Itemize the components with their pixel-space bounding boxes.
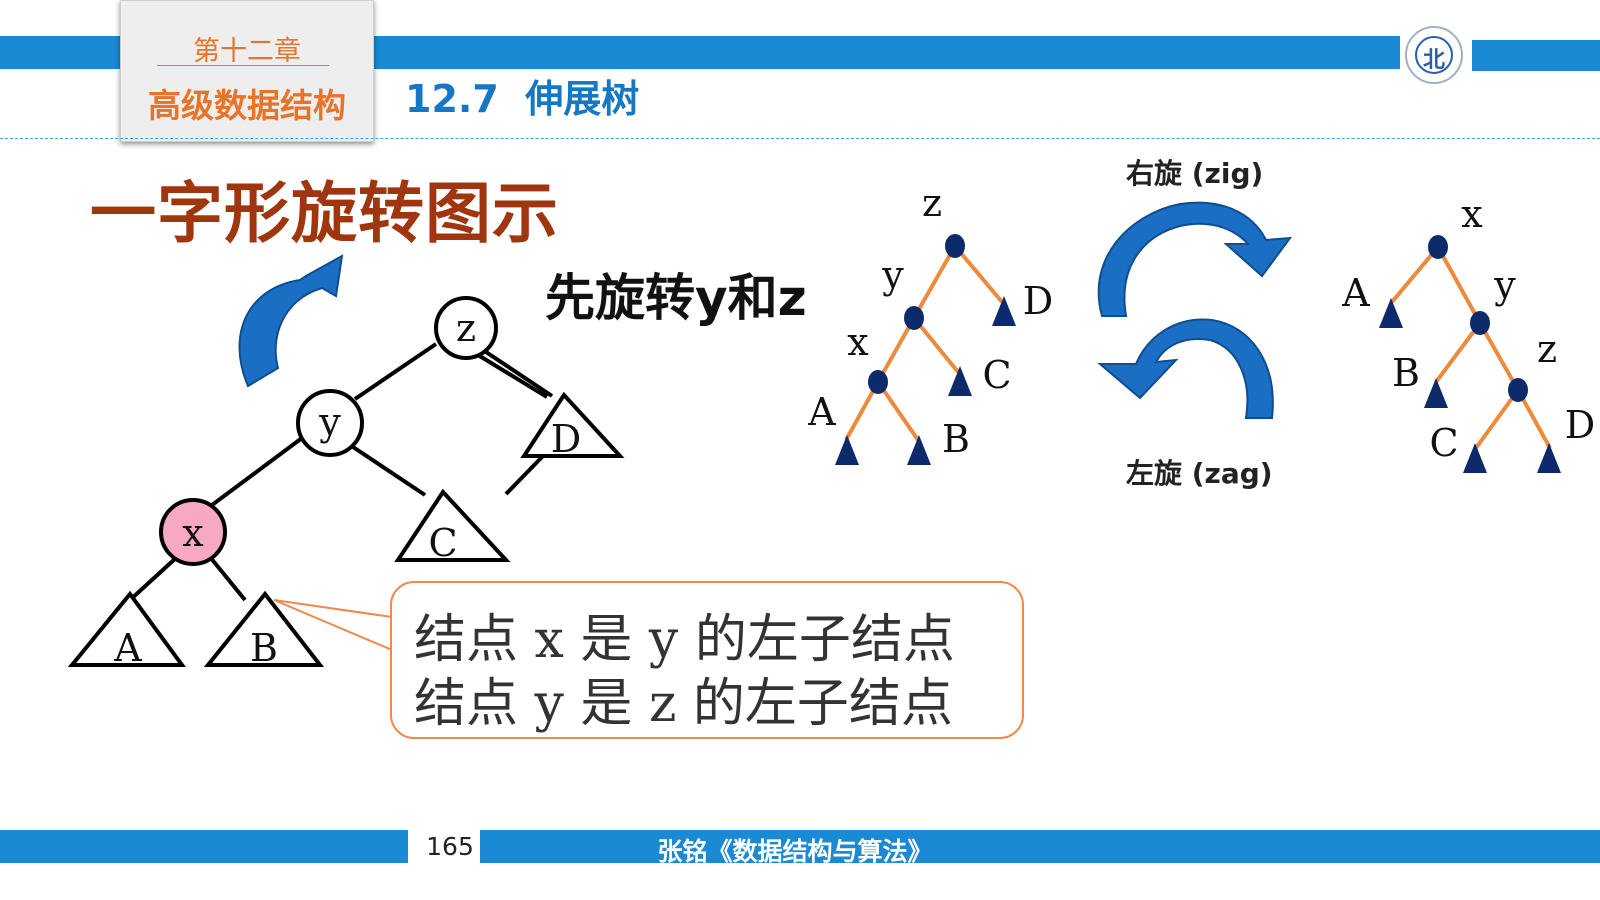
tree-before-edges <box>844 244 1004 442</box>
subtree-b-triangle <box>203 590 325 667</box>
left-rotate-caption: 左旋 (zag) <box>1126 457 1273 490</box>
header-bar-right <box>1472 40 1600 71</box>
after-z-label: z <box>1537 327 1557 371</box>
tree-before-nodes <box>868 234 965 394</box>
before-node-y <box>904 306 924 330</box>
section-title: 12.7 伸展树 <box>405 77 640 121</box>
before-y-label: y <box>881 253 904 297</box>
after-node-z <box>1508 378 1528 402</box>
before-b-label: B <box>942 417 970 461</box>
page-number: 165 <box>426 832 474 861</box>
tree-after-edges <box>1390 245 1552 450</box>
footer-bar-right <box>480 830 1600 863</box>
chapter-name: 高级数据结构 <box>148 86 346 125</box>
left-rotate-arrow-icon <box>1097 318 1274 419</box>
tree-before-triangles <box>835 296 1016 465</box>
before-node-z <box>945 234 965 258</box>
node-y-label: y <box>318 400 341 444</box>
before-c-label: C <box>982 353 1011 397</box>
tree-after-nodes <box>1428 235 1528 402</box>
right-rotate-caption: 右旋 (zig) <box>1126 157 1264 190</box>
before-x-label: x <box>847 320 868 364</box>
subtree-c-triangle <box>394 488 511 562</box>
header-divider <box>0 138 1600 139</box>
node-z <box>434 296 498 360</box>
subtree-b-label: B <box>250 626 278 670</box>
before-a-label: A <box>807 390 836 434</box>
subtree-d-triangle <box>520 391 625 458</box>
chapter-tab: 第十二章 高级数据结构 <box>120 0 374 142</box>
tree-after-triangles <box>1379 298 1561 473</box>
node-x <box>159 498 227 566</box>
callout-pointer <box>273 599 393 651</box>
subtree-a-triangle <box>67 590 186 667</box>
subtree-d-label: D <box>551 417 581 461</box>
rotate-arrow-icon <box>238 254 344 388</box>
footer-book-title: 张铭《数据结构与算法》 <box>657 837 933 866</box>
right-rotate-arrow-icon <box>1097 201 1293 317</box>
after-a-label: A <box>1341 271 1370 315</box>
before-node-x <box>868 370 888 394</box>
step-text: 先旋转y和z <box>545 269 807 327</box>
after-node-x <box>1428 235 1448 259</box>
node-y <box>296 389 364 457</box>
university-seal-icon: 北 <box>1405 26 1463 84</box>
after-d-label: D <box>1565 403 1595 447</box>
node-x-label: x <box>182 511 203 555</box>
chapter-label: 第十二章 <box>193 36 301 67</box>
after-y-label: y <box>1493 263 1516 307</box>
before-z-label: z <box>922 181 942 225</box>
callout-line-1: 结点 x 是 y 的左子结点 <box>414 610 955 670</box>
after-x-label: x <box>1461 192 1482 236</box>
after-node-y <box>1470 311 1490 335</box>
after-c-label: C <box>1429 421 1458 465</box>
node-z-label: z <box>456 306 476 350</box>
after-b-label: B <box>1392 351 1420 395</box>
footer-bar-left <box>0 830 408 863</box>
left-tree-edges <box>128 338 554 602</box>
subtree-c-label: C <box>428 521 457 565</box>
callout-box: 结点 x 是 y 的左子结点 结点 y 是 z 的左子结点 <box>390 581 1024 739</box>
chapter-divider <box>157 65 329 66</box>
before-d-label: D <box>1023 279 1053 323</box>
slide-title: 一字形旋转图示 <box>90 175 559 252</box>
callout-line-2: 结点 y 是 z 的左子结点 <box>414 674 953 734</box>
subtree-a-label: A <box>113 626 142 670</box>
